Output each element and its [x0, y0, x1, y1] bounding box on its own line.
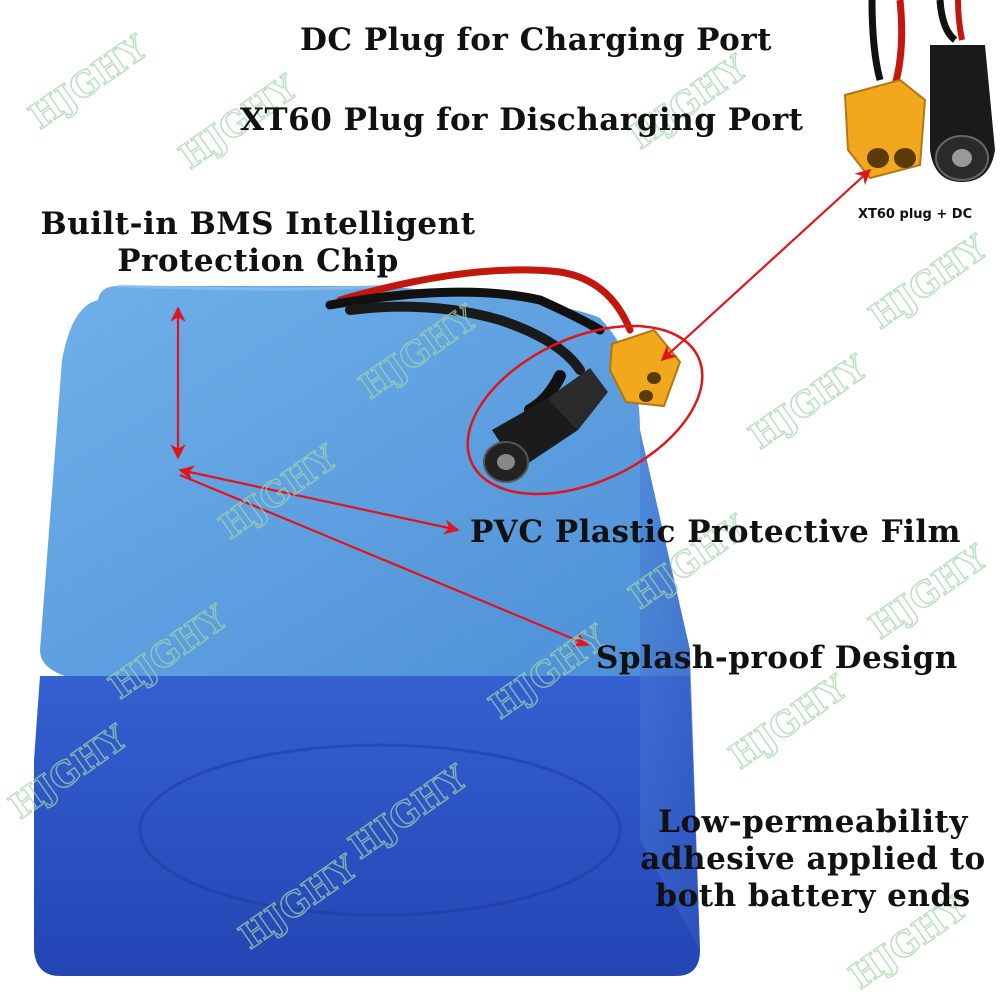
adhesive-label-line: adhesive applied to	[640, 841, 986, 878]
pvc-film-label: PVC Plastic Protective Film	[470, 514, 961, 550]
watermark: HJGHY	[22, 28, 155, 138]
battery-side-face	[640, 430, 700, 950]
adhesive-label: Low-permeability adhesive applied to bot…	[630, 804, 996, 916]
battery-cables	[325, 266, 634, 416]
watermark: HJGHY	[742, 348, 875, 458]
dc-plug-label: DC Plug for Charging Port	[300, 22, 772, 58]
adhesive-label-line: Low-permeability	[658, 804, 968, 840]
battery-front-face	[34, 676, 700, 976]
adhesive-label-line: both battery ends	[655, 878, 971, 915]
bms-label-line: Protection Chip	[117, 243, 399, 280]
bms-label-line: Built-in BMS Intelligent	[40, 206, 476, 242]
watermark: HJGHY	[862, 538, 995, 648]
battery-end-seal	[138, 743, 622, 917]
callout-arrows	[170, 168, 872, 647]
arrow-splash	[179, 473, 590, 647]
arrow-connector-link	[660, 168, 872, 362]
bms-label: Built-in BMS Intelligent Protection Chip	[18, 206, 498, 280]
arrow-pvc	[178, 465, 460, 535]
dc-jack-on-pack	[483, 368, 608, 483]
connector-closeup	[843, 0, 995, 182]
watermark: HJGHY	[862, 228, 995, 338]
xt60-plug-label: XT60 Plug for Discharging Port	[240, 102, 804, 138]
connector-caption: XT60 plug + DC	[858, 207, 973, 222]
watermark: HJGHY	[722, 668, 855, 778]
splash-proof-label: Splash-proof Design	[596, 640, 958, 676]
